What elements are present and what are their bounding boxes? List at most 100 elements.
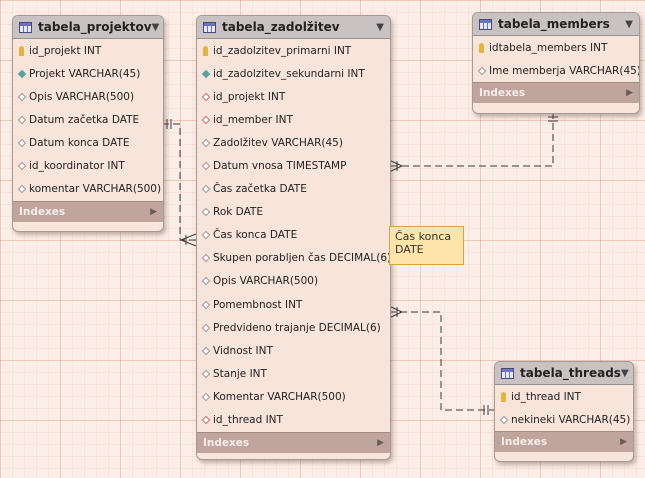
column-name: Datum konca DATE bbox=[29, 136, 130, 149]
column-row[interactable]: idtabela_members INT bbox=[473, 36, 639, 59]
column-row[interactable]: Datum konca DATE bbox=[13, 131, 163, 154]
column-row[interactable]: id_thread INT bbox=[197, 409, 390, 432]
column-row[interactable]: id_zadolzitev_primarni INT bbox=[197, 39, 390, 62]
column-row[interactable]: Rok DATE bbox=[197, 201, 390, 224]
table-header[interactable]: tabela_zadolžitev ▼ bbox=[197, 16, 390, 39]
table-header[interactable]: tabela_members ▼ bbox=[473, 13, 639, 36]
table-title: tabela_zadolžitev bbox=[222, 20, 340, 34]
column-row[interactable]: Stanje INT bbox=[197, 362, 390, 385]
column-row[interactable]: id_koordinator INT bbox=[13, 154, 163, 177]
column-row[interactable]: id_projekt INT bbox=[13, 39, 163, 62]
column-row[interactable]: Zadolžitev VARCHAR(45) bbox=[197, 131, 390, 154]
rel-thread-zadolzitev bbox=[389, 311, 494, 411]
open-diamond-icon bbox=[17, 91, 26, 102]
column-row[interactable]: Pomembnost INT bbox=[197, 293, 390, 316]
indexes-label: Indexes bbox=[479, 87, 526, 100]
column-row[interactable]: Ime memberja VARCHAR(45) bbox=[473, 59, 639, 82]
column-name: komentar VARCHAR(500) bbox=[29, 183, 162, 196]
column-row[interactable]: Vidnost INT bbox=[197, 339, 390, 362]
table-title: tabela_threads bbox=[520, 366, 621, 380]
column-row[interactable]: komentar VARCHAR(500) bbox=[13, 178, 163, 201]
column-row[interactable]: Opis VARCHAR(500) bbox=[13, 85, 163, 108]
column-row[interactable]: id_member INT bbox=[197, 108, 390, 131]
filled-diamond-icon bbox=[17, 68, 26, 79]
column-name: idtabela_members INT bbox=[489, 41, 608, 54]
column-row[interactable]: Datum vnosa TIMESTAMP bbox=[197, 154, 390, 177]
column-row[interactable]: Skupen porabljen čas DECIMAL(6) bbox=[197, 247, 390, 270]
open-diamond-icon bbox=[17, 114, 26, 125]
indexes-label: Indexes bbox=[203, 436, 250, 449]
table-icon bbox=[479, 18, 492, 30]
column-name: Čas konca DATE bbox=[213, 229, 298, 242]
collapse-arrow-icon[interactable]: ▼ bbox=[376, 21, 384, 33]
open-diamond-icon bbox=[17, 184, 26, 195]
indexes-footer[interactable]: Indexes ▶ bbox=[495, 431, 633, 453]
rel-projekt-zadolzitev bbox=[162, 123, 196, 241]
filled-diamond-icon bbox=[201, 68, 210, 79]
column-row[interactable]: Predvideno trajanje DECIMAL(6) bbox=[197, 316, 390, 339]
indexes-footer[interactable]: Indexes ▶ bbox=[197, 431, 390, 453]
column-name: Čas začetka DATE bbox=[213, 183, 307, 196]
table-members[interactable]: tabela_members ▼ idtabela_members INT Ime… bbox=[472, 12, 640, 114]
column-row[interactable]: Čas konca DATE bbox=[197, 224, 390, 247]
table-header[interactable]: tabela_projektov ▼ bbox=[13, 16, 163, 39]
column-row[interactable]: id_thread INT bbox=[495, 385, 633, 408]
column-name: Opis VARCHAR(500) bbox=[213, 275, 319, 288]
open-diamond-icon bbox=[201, 184, 210, 195]
column-name: id_thread INT bbox=[213, 414, 283, 427]
table-title: tabela_members bbox=[498, 17, 610, 31]
one-marker-members bbox=[548, 116, 558, 122]
foreign-key-diamond-icon bbox=[201, 91, 210, 102]
column-name: id_zadolzitev_sekundarni INT bbox=[213, 67, 365, 80]
primary-key-icon bbox=[17, 45, 26, 56]
column-name: id_member INT bbox=[213, 113, 293, 126]
one-marker-projektov bbox=[166, 119, 172, 129]
expand-arrow-icon[interactable]: ▶ bbox=[377, 437, 384, 448]
open-diamond-icon bbox=[201, 368, 210, 379]
primary-key-icon bbox=[499, 391, 508, 402]
note-line-1: Čas konca bbox=[395, 230, 452, 243]
column-name: Projekt VARCHAR(45) bbox=[29, 67, 141, 80]
column-row[interactable]: Datum začetka DATE bbox=[13, 108, 163, 131]
collapse-arrow-icon[interactable]: ▼ bbox=[625, 18, 633, 30]
table-icon bbox=[501, 367, 514, 379]
column-row[interactable]: Čas začetka DATE bbox=[197, 178, 390, 201]
open-diamond-icon bbox=[201, 161, 210, 172]
collapse-arrow-icon[interactable]: ▼ bbox=[620, 367, 629, 379]
note-box[interactable]: Čas konca DATE bbox=[389, 226, 464, 265]
column-list: id_projekt INT Projekt VARCHAR(45) Opis VA… bbox=[13, 39, 163, 201]
indexes-footer[interactable]: Indexes ▶ bbox=[473, 82, 639, 104]
note-line-2: DATE bbox=[395, 243, 424, 256]
column-row[interactable]: Projekt VARCHAR(45) bbox=[13, 62, 163, 85]
open-diamond-icon bbox=[201, 276, 210, 287]
open-diamond-icon bbox=[17, 137, 26, 148]
column-row[interactable]: Komentar VARCHAR(500) bbox=[197, 385, 390, 408]
open-diamond-icon bbox=[201, 299, 210, 310]
column-list: id_zadolzitev_primarni INT id_zadolzitev_… bbox=[197, 39, 390, 432]
table-projektov[interactable]: tabela_projektov ▼ id_projekt INT Projekt… bbox=[12, 15, 164, 232]
column-name: Datum začetka DATE bbox=[29, 113, 140, 126]
indexes-footer[interactable]: Indexes ▶ bbox=[13, 200, 163, 222]
expand-arrow-icon[interactable]: ▶ bbox=[620, 437, 627, 448]
one-marker-threads bbox=[483, 405, 489, 415]
indexes-label: Indexes bbox=[501, 436, 548, 449]
column-row[interactable]: id_zadolzitev_sekundarni INT bbox=[197, 62, 390, 85]
column-row[interactable]: Opis VARCHAR(500) bbox=[197, 270, 390, 293]
open-diamond-icon bbox=[17, 161, 26, 172]
table-icon bbox=[19, 21, 32, 33]
open-diamond-icon bbox=[201, 391, 210, 402]
column-row[interactable]: id_projekt INT bbox=[197, 85, 390, 108]
column-list: idtabela_members INT Ime memberja VARCHAR… bbox=[473, 36, 639, 82]
table-header[interactable]: tabela_threads ▼ bbox=[495, 362, 633, 385]
open-diamond-icon bbox=[477, 65, 486, 76]
expand-arrow-icon[interactable]: ▶ bbox=[626, 88, 633, 99]
table-icon bbox=[203, 21, 216, 33]
expand-arrow-icon[interactable]: ▶ bbox=[150, 206, 157, 217]
table-zadolzitev[interactable]: tabela_zadolžitev ▼ id_zadolzitev_primar… bbox=[196, 15, 391, 460]
column-name: Skupen porabljen čas DECIMAL(6) bbox=[213, 252, 391, 265]
column-row[interactable]: nekineki VARCHAR(45) bbox=[495, 408, 633, 431]
column-name: Pomembnost INT bbox=[213, 298, 303, 311]
collapse-arrow-icon[interactable]: ▼ bbox=[151, 21, 160, 33]
